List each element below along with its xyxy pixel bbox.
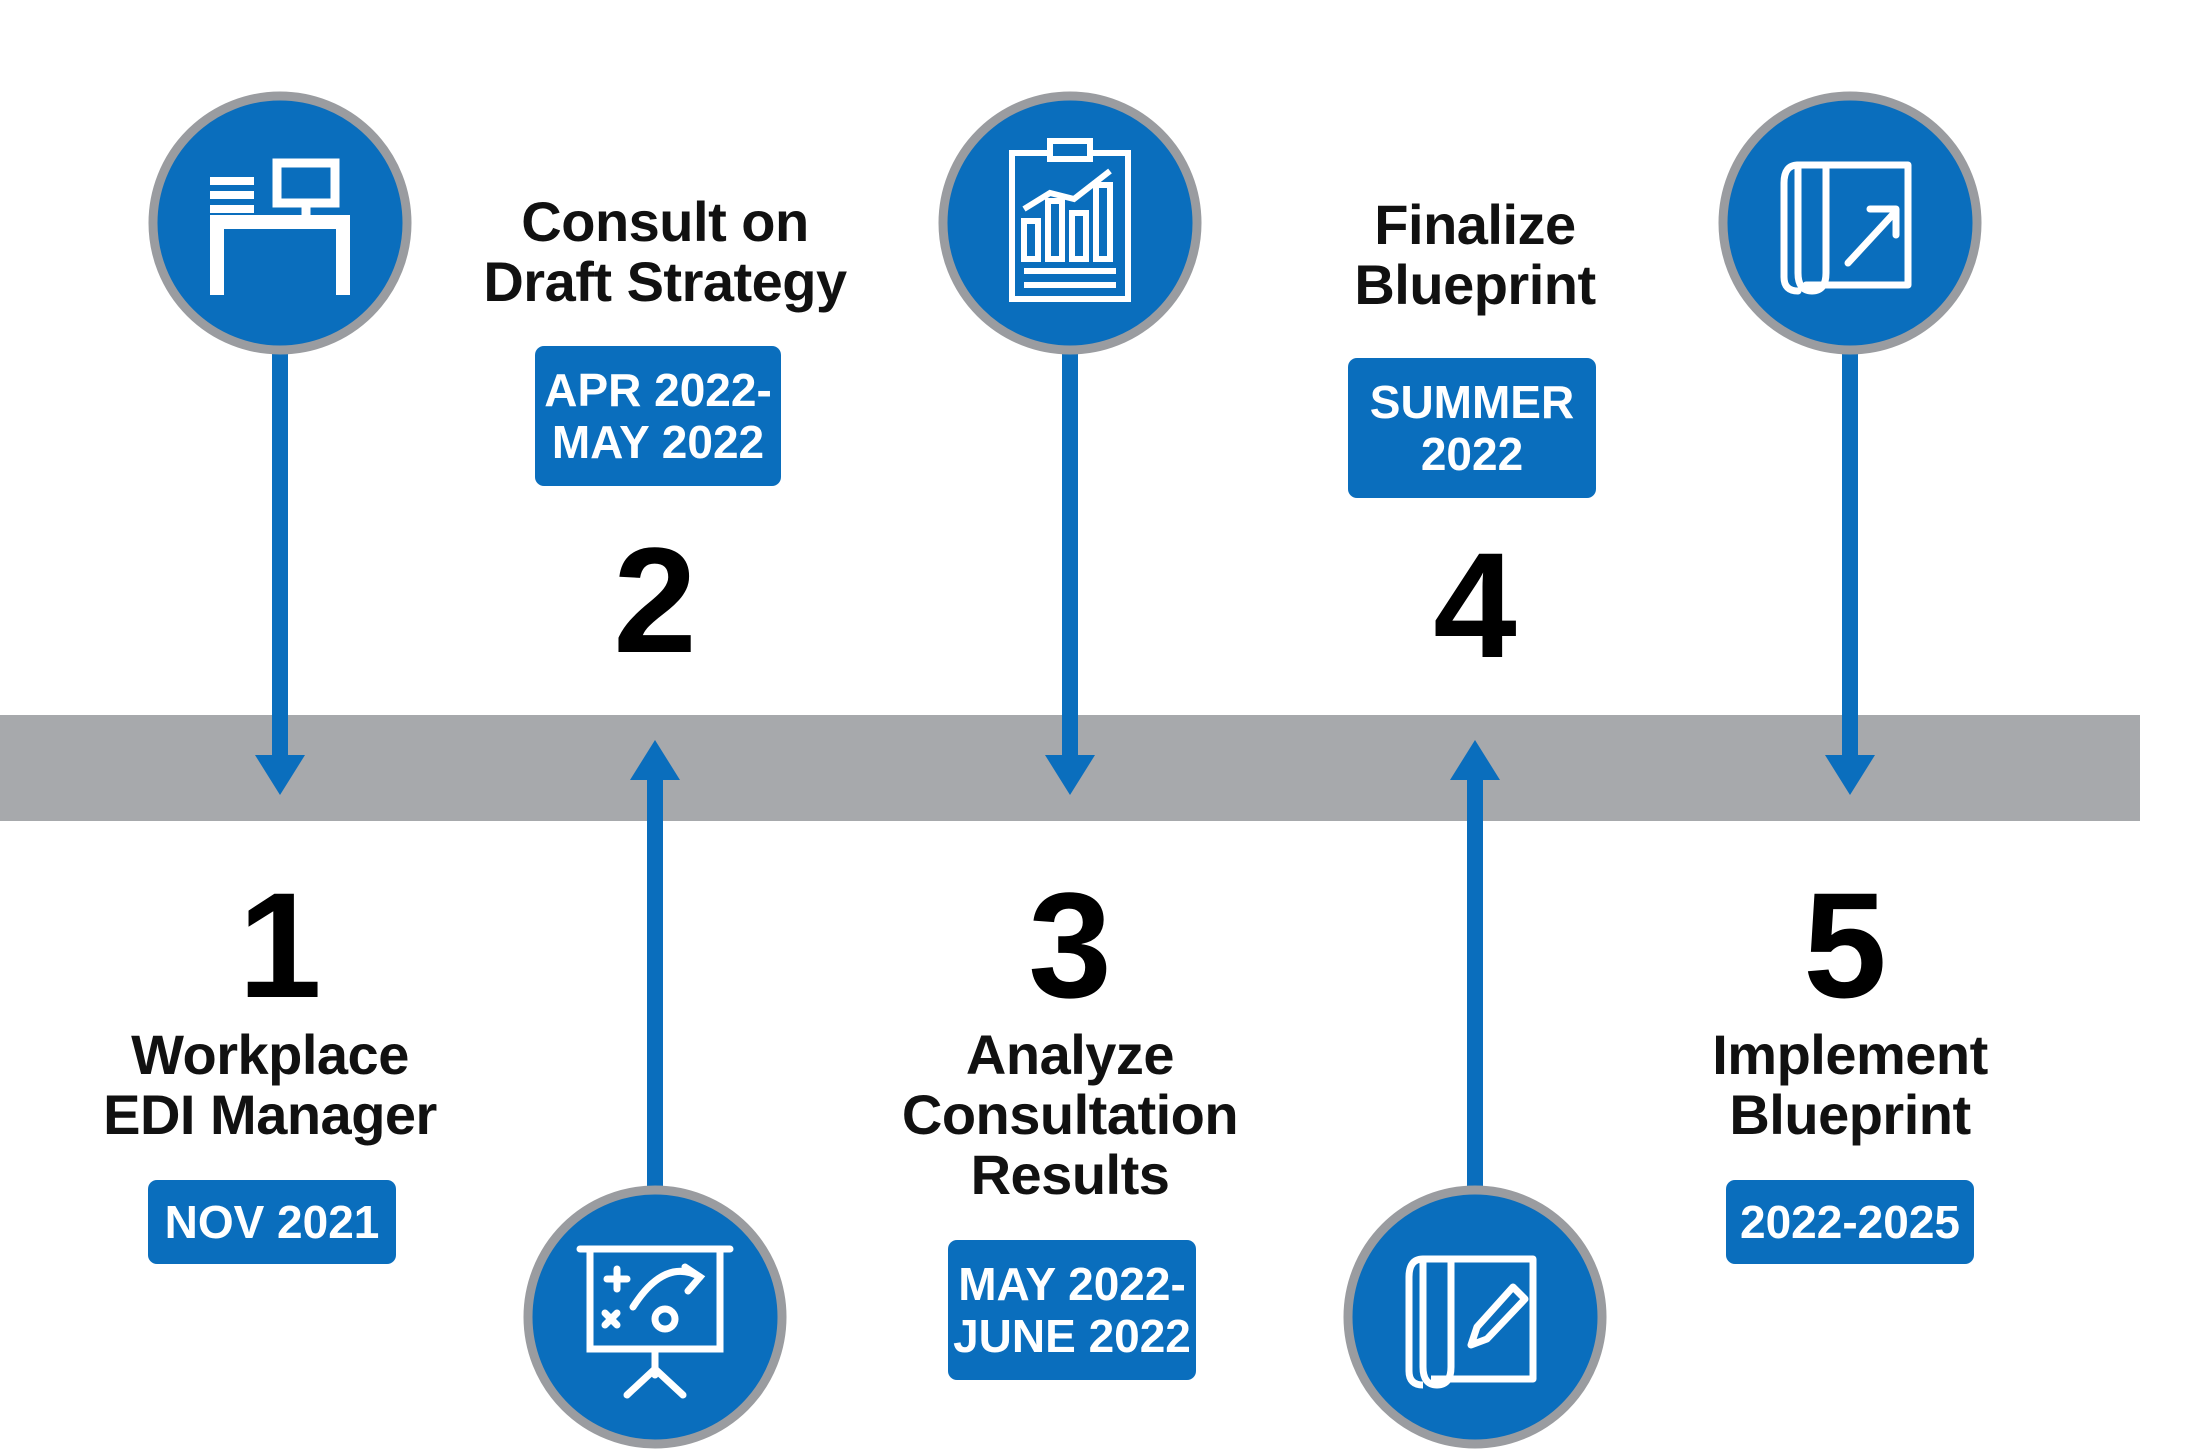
step-5-number: 5 — [1803, 861, 1887, 1029]
step-4-date-line: SUMMER — [1369, 376, 1575, 428]
step-5-date-line: 2022-2025 — [1740, 1196, 1960, 1248]
step-2-title: Consult on Draft Strategy — [450, 192, 880, 312]
step-1-title-line: Workplace — [131, 1023, 409, 1086]
step-2-connector — [630, 740, 680, 1195]
step-5-title-line: Implement — [1712, 1023, 1988, 1086]
step-3-title: Analyze Consultation Results — [860, 1025, 1280, 1205]
step-1-title: Workplace EDI Manager — [60, 1025, 480, 1145]
step-4-number: 4 — [1433, 521, 1517, 689]
step-5-title: Implement Blueprint — [1640, 1025, 2060, 1145]
step-1-connector — [255, 330, 305, 795]
step-5-title-line: Blueprint — [1729, 1083, 1971, 1146]
step-4-date-line: 2022 — [1420, 428, 1524, 480]
desk-computer-icon — [148, 91, 412, 355]
step-4-title: Finalize Blueprint — [1265, 195, 1685, 315]
step-4-connector — [1450, 740, 1500, 1195]
step-4-date-badge: SUMMER 2022 — [1348, 358, 1596, 498]
step-2-date-badge: APR 2022- MAY 2022 — [535, 346, 781, 486]
step-5-date-badge: 2022-2025 — [1726, 1180, 1974, 1264]
step-4-title-line: Blueprint — [1354, 253, 1596, 316]
step-3-date-line: JUNE 2022 — [953, 1310, 1191, 1362]
step-2-date-line: MAY 2022 — [551, 416, 765, 468]
blueprint-launch-icon — [1718, 91, 1982, 355]
presentation-board-icon — [523, 1185, 787, 1449]
step-2-date-line: APR 2022- — [544, 364, 772, 416]
step-3-title-line: Consultation — [901, 1083, 1239, 1146]
step-2-title-line: Consult on — [521, 190, 809, 253]
step-3-connector — [1045, 330, 1095, 795]
step-3-date-badge: MAY 2022- JUNE 2022 — [948, 1240, 1196, 1380]
step-3-title-line: Analyze — [965, 1023, 1175, 1086]
step-4-title-line: Finalize — [1374, 193, 1576, 256]
blueprint-edit-icon — [1343, 1185, 1607, 1449]
step-3-title-line: Results — [970, 1143, 1170, 1206]
step-1-date-badge: NOV 2021 — [148, 1180, 396, 1264]
step-1-title-line: EDI Manager — [103, 1083, 437, 1146]
step-5-connector — [1825, 330, 1875, 795]
step-3-number: 3 — [1028, 861, 1112, 1029]
clipboard-chart-icon — [938, 91, 1202, 355]
step-1-number: 1 — [238, 861, 322, 1029]
step-3-date-line: MAY 2022- — [958, 1258, 1186, 1310]
step-2-title-line: Draft Strategy — [483, 250, 847, 313]
step-2-number: 2 — [613, 516, 697, 684]
step-1-date-line: NOV 2021 — [164, 1196, 380, 1248]
